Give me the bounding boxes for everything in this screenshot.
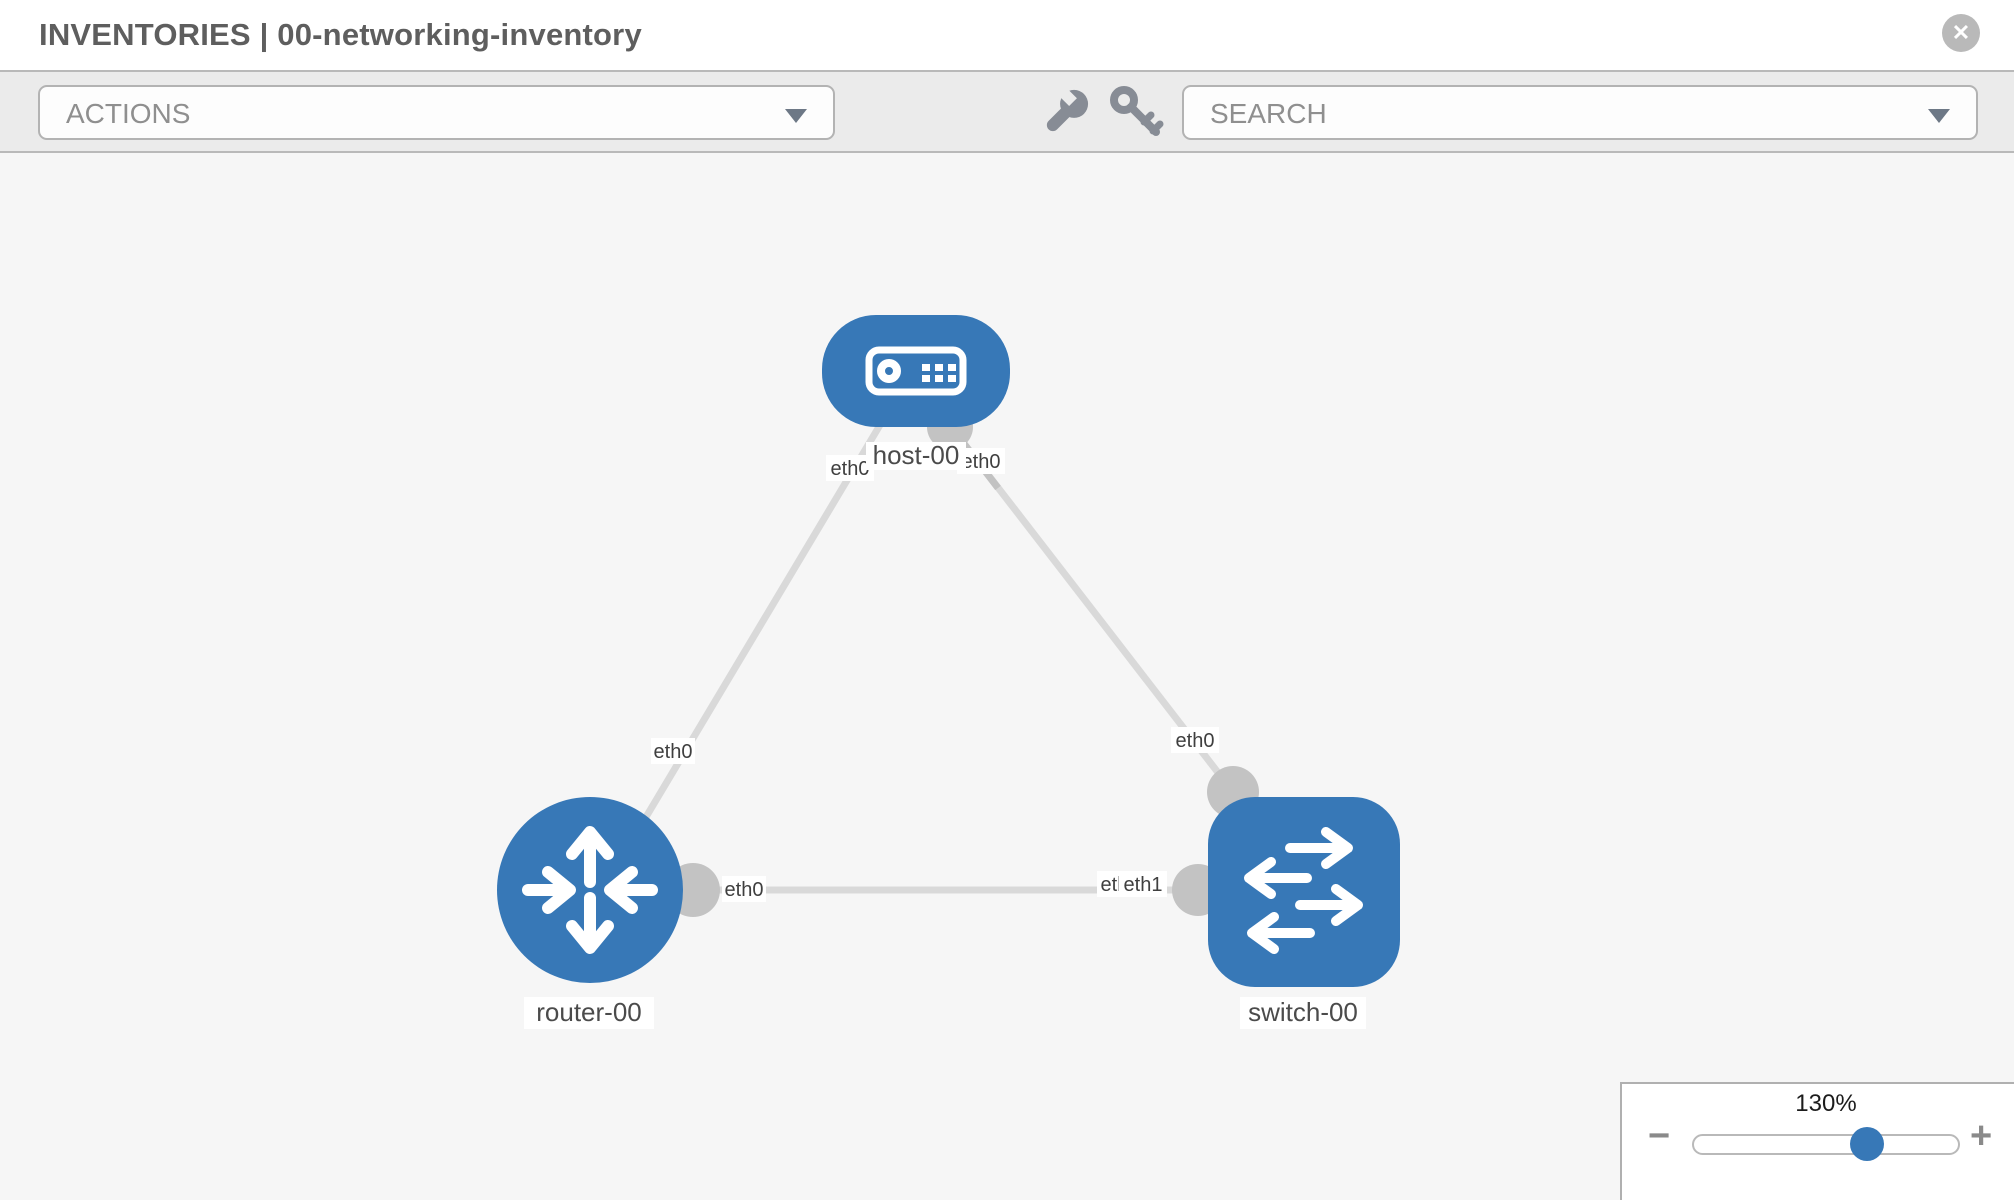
search-placeholder: SEARCH	[1210, 98, 1327, 129]
interface-labels: eth0 eth0 eth0 eth0 eth0 eth0 eth1	[651, 448, 1219, 902]
node-label-host: host-00	[873, 440, 960, 470]
router-icon	[522, 826, 658, 954]
actions-dropdown-label: ACTIONS	[66, 98, 191, 129]
chevron-down-icon	[1928, 109, 1950, 123]
iface-label: eth0	[725, 879, 764, 901]
key-icon[interactable]	[1106, 82, 1164, 140]
node-switch[interactable]	[1208, 797, 1400, 987]
close-button[interactable]: ✕	[1942, 14, 1980, 52]
minus-icon: −	[1648, 1115, 1671, 1157]
zoom-level-label: 130%	[1795, 1090, 1857, 1117]
switch-icon	[1244, 827, 1363, 954]
toolbar: ACTIONS SEARCH	[0, 72, 2014, 153]
iface-label: eth0	[654, 741, 693, 763]
node-name-labels: host-00 router-00 switch-00	[524, 440, 1366, 1029]
host-icon	[865, 346, 967, 396]
zoom-slider-knob[interactable]	[1850, 1127, 1884, 1161]
page-title: INVENTORIES | 00-networking-inventory	[39, 17, 642, 52]
zoom-slider[interactable]	[1692, 1127, 1960, 1161]
iface-label: eth0	[1176, 730, 1215, 752]
iface-label: eth0	[831, 458, 870, 480]
actions-dropdown[interactable]: ACTIONS	[38, 85, 835, 140]
zoom-panel: 130% − +	[1620, 1082, 2014, 1200]
wrench-icon[interactable]	[1038, 82, 1096, 140]
header-bar: INVENTORIES | 00-networking-inventory ✕	[0, 0, 2014, 72]
node-router[interactable]	[497, 797, 683, 983]
close-icon: ✕	[1951, 20, 1971, 45]
search-dropdown[interactable]: SEARCH	[1182, 85, 1978, 140]
node-label-router: router-00	[536, 997, 642, 1027]
node-host[interactable]	[822, 315, 1010, 427]
iface-label: eth1	[1124, 874, 1163, 896]
zoom-in-button[interactable]: +	[1970, 1117, 1992, 1155]
chevron-down-icon	[785, 109, 807, 123]
plus-icon: +	[1970, 1115, 1993, 1157]
topology-canvas[interactable]: eth0 eth0 eth0 eth0 eth0 eth0 eth1 host-…	[0, 153, 2014, 1200]
iface-label: eth0	[962, 451, 1001, 473]
zoom-out-button[interactable]: −	[1648, 1117, 1670, 1155]
node-label-switch: switch-00	[1248, 997, 1358, 1027]
